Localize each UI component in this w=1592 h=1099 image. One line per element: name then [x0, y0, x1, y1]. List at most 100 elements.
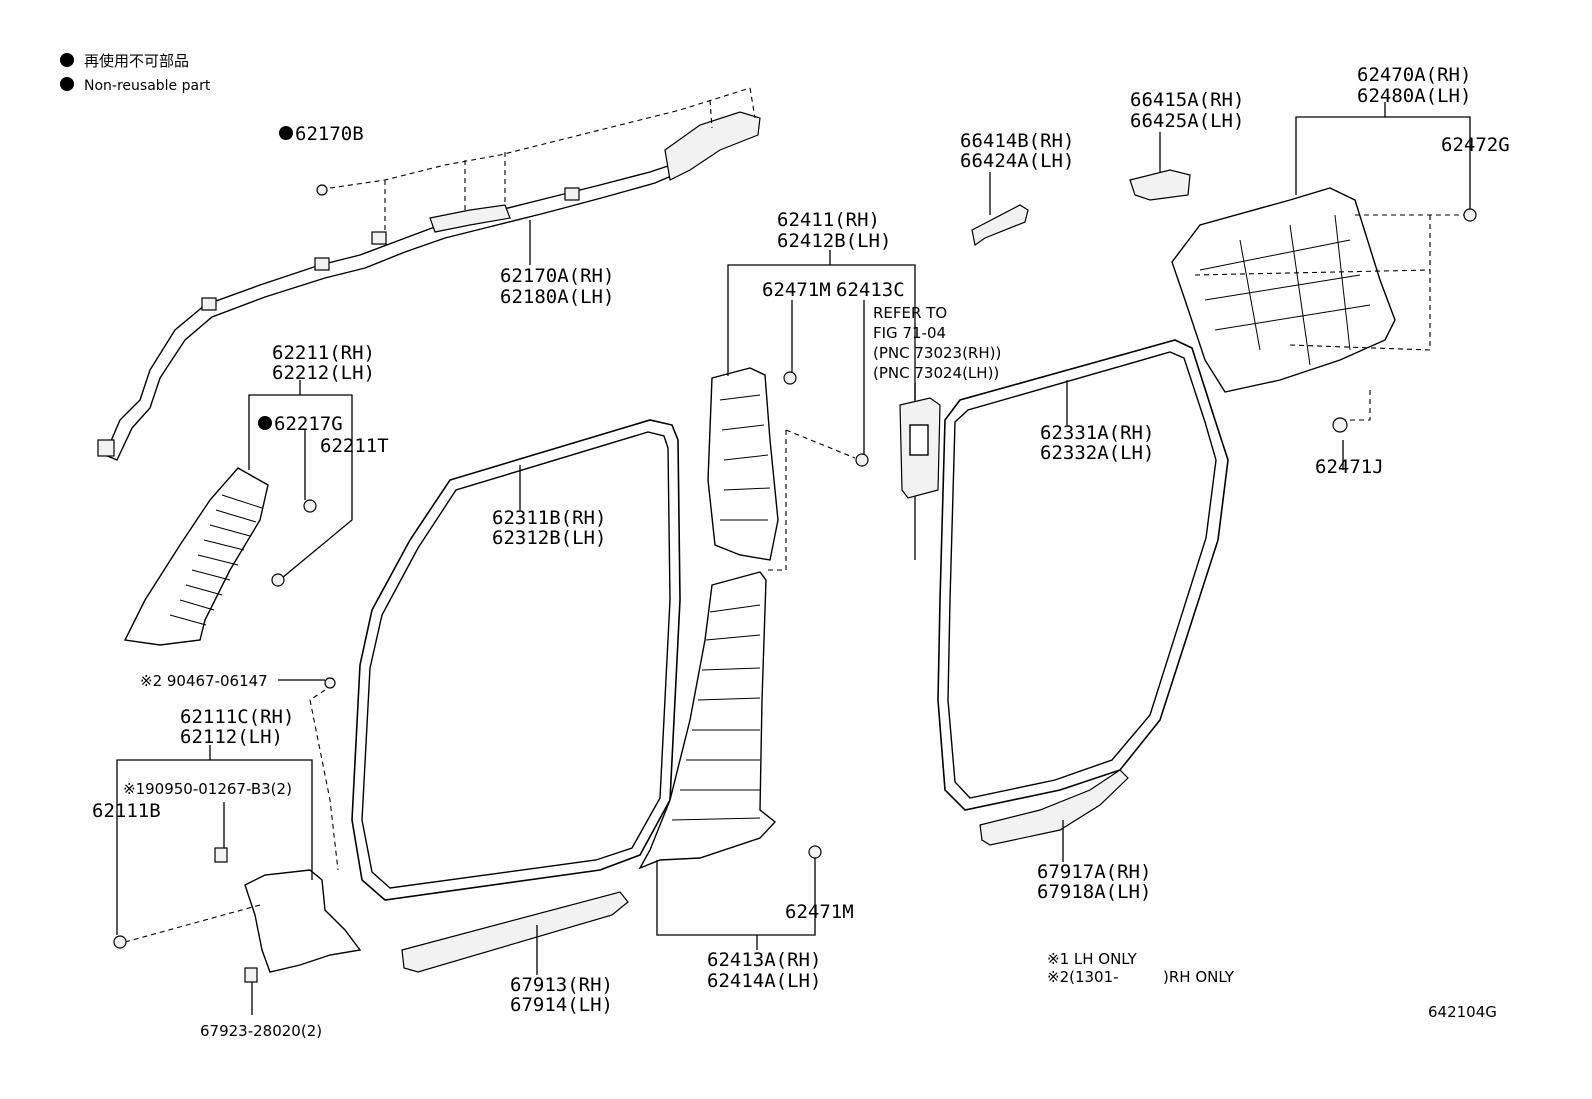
- label-62332A-lh: 62332A(LH): [1040, 442, 1154, 464]
- label-67913-rh: 67913(RH): [510, 974, 613, 996]
- front-scuff-plate-body: [401, 891, 629, 973]
- leader-line: [791, 250, 865, 455]
- fastener-leader: [765, 429, 856, 571]
- clip-62111B-icon: [113, 935, 127, 949]
- label-62170B: 62170B: [295, 123, 364, 145]
- panel-detail: [1199, 214, 1371, 366]
- clip-62471M-icon: [808, 845, 822, 859]
- curtain-airbag-assembly: [97, 87, 761, 461]
- front-pillar-garnish: [123, 380, 353, 646]
- label-62112-lh: 62112(LH): [180, 726, 283, 748]
- non-reusable-bullet-icon: [258, 416, 272, 430]
- clip-62472G-icon: [1463, 208, 1477, 222]
- curtain-airbag-bracket: [664, 111, 761, 181]
- center-pillar-garnish-upper: [707, 250, 916, 571]
- airbag-clip: [314, 257, 330, 271]
- clip-62211T-icon: [271, 573, 285, 587]
- label-66425A-lh: 66425A(LH): [1130, 110, 1244, 132]
- label-67923: 67923-28020(2): [200, 1022, 322, 1040]
- weatherstrip-inner: [947, 351, 1217, 799]
- cowl-side-trim-body: [244, 869, 362, 973]
- label-62312B-lh: 62312B(LH): [492, 527, 606, 549]
- cowl-side-trim: [113, 677, 362, 1015]
- label-67917A-rh: 67917A(RH): [1037, 861, 1151, 883]
- label-62471M-top: 62471M: [762, 279, 831, 301]
- clip-62471M-icon: [783, 371, 797, 385]
- leader-line: [209, 679, 325, 1015]
- label-62217G: 62217G: [274, 413, 343, 435]
- weatherstrip-outer: [351, 419, 681, 901]
- label-62471M-bottom: 62471M: [785, 901, 854, 923]
- weatherstrip-inner: [361, 431, 671, 889]
- label-90467: ※2 90467-06147: [140, 672, 268, 690]
- label-62471J: 62471J: [1315, 456, 1384, 478]
- leader-line: [1342, 102, 1386, 470]
- fastener-leader: [124, 689, 339, 943]
- front-pillar-garnish-body: [123, 467, 269, 646]
- label-62170A-rh: 62170A(RH): [500, 265, 614, 287]
- label-62413A-rh: 62413A(RH): [707, 949, 821, 971]
- airbag-end-clip: [97, 439, 115, 457]
- figure-id: 642104G: [1428, 1003, 1497, 1021]
- rear-scuff-plate: [979, 769, 1129, 862]
- quarter-trim-panel: [1171, 102, 1477, 470]
- label-67914-lh: 67914(LH): [510, 994, 613, 1016]
- legend-jp-text: 再使用不可部品: [84, 52, 189, 70]
- label-62111C-rh: 62111C(RH): [180, 706, 294, 728]
- front-door-weatherstrip: [351, 419, 681, 901]
- garnish-rib: [169, 494, 263, 626]
- seat-belt-cover: [899, 383, 941, 499]
- note-2-start: ※2(1301-: [1047, 968, 1119, 986]
- label-62211T: 62211T: [320, 435, 389, 457]
- non-reusable-bullet-icon: [60, 53, 74, 67]
- front-scuff-plate: [401, 891, 629, 975]
- label-62470A-rh: 62470A(RH): [1357, 64, 1471, 86]
- leader-line: [299, 380, 306, 500]
- clip-62413C-icon: [855, 453, 869, 467]
- clip-90467-icon: [324, 677, 336, 689]
- clip-62217G-icon: [303, 499, 317, 513]
- bracket-66414B-body: [971, 204, 1029, 247]
- label-190950: ※190950-01267-B3(2): [123, 780, 292, 798]
- label-66415A-rh: 66415A(RH): [1130, 89, 1244, 111]
- label-66424A-lh: 66424A(LH): [960, 150, 1074, 172]
- center-pillar-lower-body: [638, 571, 777, 870]
- garnish-rib: [671, 604, 761, 821]
- bracket-line: [656, 858, 816, 936]
- rear-scuff-plate-body: [979, 769, 1129, 846]
- label-62412B-lh: 62412B(LH): [777, 230, 891, 252]
- bracket-66414B: [971, 172, 1029, 247]
- label-67918A-lh: 67918A(LH): [1037, 881, 1151, 903]
- label-62472G: 62472G: [1441, 134, 1510, 156]
- curtain-airbag-inflator: [429, 204, 511, 233]
- fastener-leader: [329, 87, 751, 189]
- airbag-clip: [564, 187, 580, 201]
- label-66414B-rh: 66414B(RH): [960, 130, 1074, 152]
- bracket-line: [1295, 116, 1471, 212]
- center-pillar-garnish-lower: [638, 571, 822, 950]
- curtain-airbag-tube: [104, 161, 687, 461]
- bracket-line: [116, 759, 313, 935]
- label-62413C: 62413C: [836, 279, 905, 301]
- legend-en-text: Non-reusable part: [84, 78, 211, 94]
- label-62211-rh: 62211(RH): [272, 342, 375, 364]
- fastener-leader: [1194, 214, 1465, 421]
- center-pillar-upper-body: [707, 367, 779, 561]
- refer-to-line1: REFER TO: [873, 304, 947, 322]
- airbag-clip: [201, 297, 217, 311]
- label-62411-rh: 62411(RH): [777, 209, 880, 231]
- refer-to-line3: (PNC 73023(RH)): [873, 344, 1001, 362]
- label-62311B-rh: 62311B(RH): [492, 507, 606, 529]
- label-62212-lh: 62212(LH): [272, 362, 375, 384]
- bracket-line: [248, 394, 353, 579]
- airbag-clip: [371, 231, 387, 245]
- non-reusable-bullet-icon: [60, 77, 74, 91]
- note-2-end: )RH ONLY: [1163, 968, 1235, 986]
- quarter-trim-panel-body: [1171, 187, 1396, 393]
- rear-door-weatherstrip: [937, 339, 1229, 811]
- bracket-66415A-body: [1129, 169, 1191, 201]
- refer-to-line2: FIG 71-04: [873, 324, 946, 342]
- refer-to-line4: (PNC 73024(LH)): [873, 364, 999, 382]
- label-62111B: 62111B: [92, 800, 161, 822]
